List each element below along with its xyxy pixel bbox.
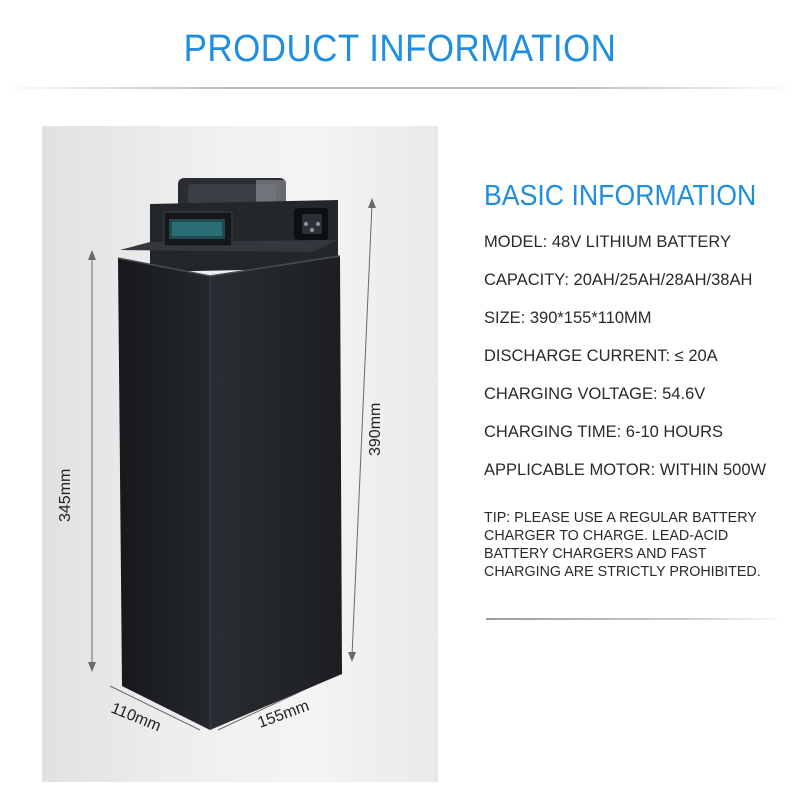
spec-size: SIZE: 390*155*110MM [484,308,652,327]
basic-information-heading: BASIC INFORMATION [484,180,757,212]
title-divider [0,87,800,89]
tip-divider [486,618,786,620]
dimension-height-left [88,250,96,672]
spec-applicable-motor: APPLICABLE MOTOR: WITHIN 500W [484,460,767,479]
spec-charging-time: CHARGING TIME: 6-10 HOURS [484,422,723,441]
spec-charging-voltage: CHARGING VOLTAGE: 54.6V [484,384,706,403]
battery-side-face [210,256,342,730]
dim-label-345mm: 345mm [57,469,74,522]
battery-illustration: 345mm 390mm 110mm 155mm [57,178,384,735]
dimension-depth [109,685,201,731]
dimension-height-right [348,198,376,662]
spec-capacity: CAPACITY: 20AH/25AH/28AH/38AH [484,270,753,289]
basic-information-panel: BASIC INFORMATION MODEL: 48V LITHIUM BAT… [484,180,784,581]
battery-front-face [118,258,210,730]
dim-label-390mm: 390mm [367,403,384,456]
charging-tip: TIP: PLEASE USE A REGULAR BATTERY CHARGE… [484,510,761,580]
dim-label-110mm: 110mm [109,700,164,735]
spec-discharge-current: DISCHARGE CURRENT: ≤ 20A [484,346,718,365]
charge-port-icon [294,208,328,240]
product-photo: 345mm 390mm 110mm 155mm [42,126,438,782]
lcd-display [163,211,233,247]
spec-model: MODEL: 48V LITHIUM BATTERY [484,232,731,251]
page-title: PRODUCT INFORMATION [183,28,617,70]
